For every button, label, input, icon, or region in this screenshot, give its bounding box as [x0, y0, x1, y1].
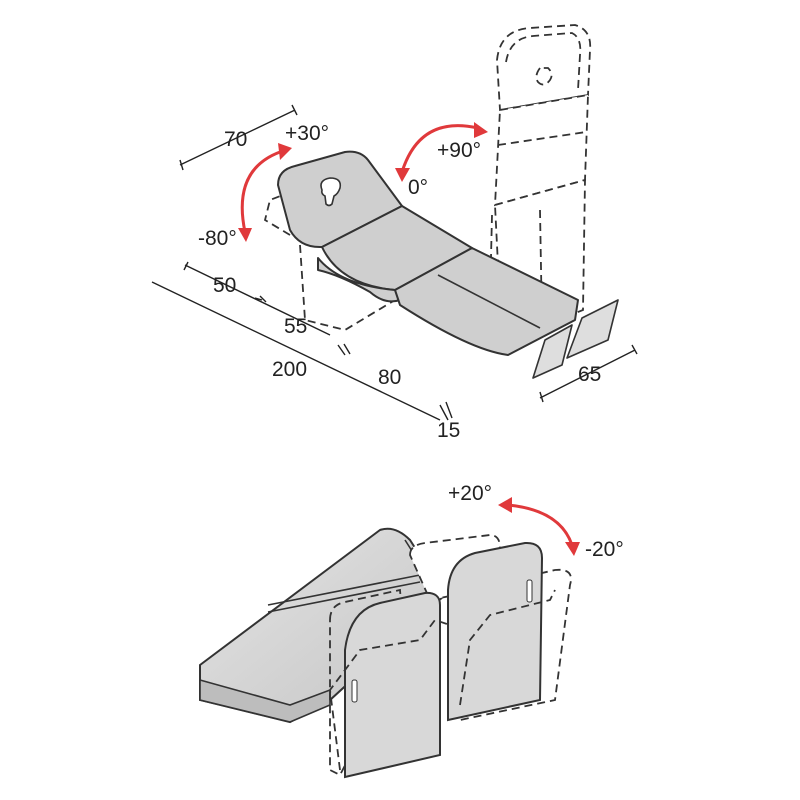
angle-up: +20° [448, 482, 492, 505]
dim-total: 200 [272, 358, 307, 381]
dim-seat: 55 [284, 315, 307, 338]
dim-foot: 15 [437, 419, 460, 442]
headrest [277, 150, 403, 249]
angle-back-flat: 0° [408, 176, 428, 199]
dim-legs: 80 [378, 366, 401, 389]
footplate-left [532, 324, 573, 379]
dim-back: 50 [213, 274, 236, 297]
angle-down: -20° [585, 538, 624, 561]
leg-section [394, 247, 579, 356]
angle-back-up: +90° [437, 139, 481, 162]
foot-panel-right [447, 541, 544, 722]
foot-panel-left [344, 591, 441, 779]
angle-arrows-top [238, 122, 488, 242]
dimension-lines [151, 104, 638, 421]
table-detail-view [199, 527, 572, 779]
table-top-view [263, 150, 619, 379]
dim-headrest: 70 [224, 128, 247, 151]
angle-arrows-bottom [498, 497, 580, 556]
dim-width: 65 [578, 363, 601, 386]
face-hole [320, 177, 342, 207]
seat-section [317, 257, 401, 303]
angle-head-down: -80° [198, 227, 237, 250]
angle-head-up: +30° [285, 122, 329, 145]
footplate-right [566, 299, 619, 359]
